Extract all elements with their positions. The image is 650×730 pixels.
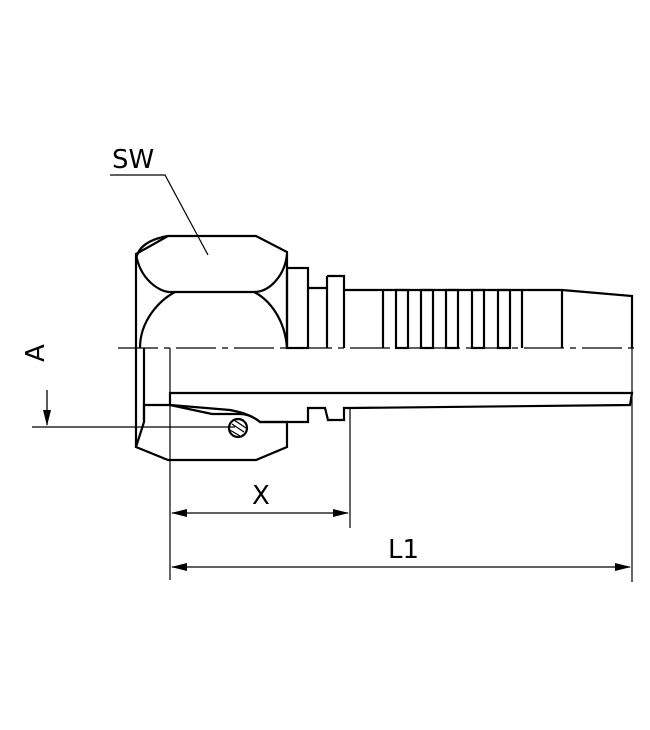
label-a: A — [21, 344, 51, 362]
fitting-body — [168, 266, 634, 439]
label-sw: SW — [112, 145, 154, 175]
label-x: X — [252, 481, 270, 511]
label-l1: L1 — [388, 535, 419, 565]
sw-leader-line — [110, 174, 209, 256]
ribs — [383, 288, 524, 350]
